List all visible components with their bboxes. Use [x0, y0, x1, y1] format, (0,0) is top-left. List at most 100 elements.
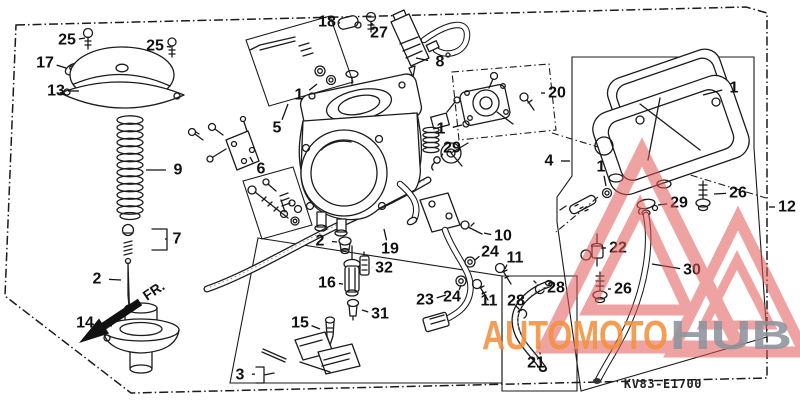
- callout-label-29: 29: [443, 140, 461, 157]
- callout-leader-26: [713, 192, 727, 195]
- watermark: AUTOMOTO HUB: [482, 137, 800, 358]
- pump-screw-1: [462, 120, 470, 128]
- watermark-triangle-large-inner: [579, 194, 697, 316]
- callout-label-1: 1: [730, 80, 739, 97]
- sensor-23: [419, 192, 474, 333]
- callout-leader-31: [361, 309, 369, 313]
- callout-label-26: 26: [729, 185, 747, 202]
- callout-label-31: 31: [371, 306, 389, 323]
- watermark-text-primary: AUTOMOTO: [482, 312, 668, 358]
- slow-jet-32: [359, 251, 370, 276]
- callout-label-19: 19: [381, 241, 399, 258]
- callout-leader-10: [483, 232, 492, 236]
- callout-label-8: 8: [436, 54, 445, 71]
- vacuum-cover-group: [59, 27, 185, 109]
- callout-label-9: 9: [174, 162, 183, 179]
- watermark-triangles: [534, 137, 800, 358]
- float-chamber-box: [556, 56, 768, 392]
- callout-label-28: 28: [507, 293, 525, 310]
- callout-leader-23: [436, 294, 447, 299]
- callout-label-14: 14: [76, 315, 94, 332]
- callout-leader-19: [383, 228, 388, 241]
- needle-set-box: [245, 15, 354, 107]
- callout-leader-6: [249, 156, 254, 163]
- clip-28b: [533, 280, 545, 295]
- callout-label-25: 25: [146, 38, 164, 55]
- callout-leader-1: [702, 89, 723, 96]
- screw-25b: [167, 37, 177, 47]
- callout-label-1: 1: [437, 121, 446, 138]
- callout-label-3: 3: [236, 367, 245, 384]
- callout-leader-15: [311, 324, 321, 330]
- callout-leader-29: [440, 153, 444, 158]
- screw-set-box: [242, 166, 313, 240]
- jet-needle-2: [124, 257, 132, 313]
- needle-set-parts: [249, 36, 337, 86]
- carburetor-body: [262, 69, 469, 237]
- callout-label-4: 4: [545, 153, 554, 170]
- callout-label-1: 1: [295, 87, 304, 104]
- callout-leader-14: [96, 323, 113, 327]
- o-ring-1: [601, 187, 613, 199]
- callout-label-18: 18: [318, 14, 336, 31]
- callout-label-28: 28: [547, 280, 565, 297]
- callout-label-26: 26: [614, 281, 632, 298]
- callout-label-21: 21: [527, 355, 545, 372]
- callout-label-10: 10: [494, 228, 512, 245]
- tube-set-box: [501, 275, 578, 392]
- callout-label-11: 11: [481, 293, 498, 310]
- air-vent-hose-21: [511, 279, 554, 373]
- vacuum-piston-14: [102, 302, 180, 374]
- needle-jet-holder-16: [343, 245, 361, 297]
- callout-leader-1: [308, 83, 318, 91]
- callout-label-7: 7: [173, 231, 182, 248]
- callout-leader-11: [504, 264, 508, 270]
- screw-25a: [82, 27, 94, 39]
- bolt-26a: [695, 180, 711, 212]
- callout-leader-25: [78, 37, 86, 40]
- choke-valve-18: [337, 15, 362, 30]
- fr-label: FR.: [140, 278, 168, 304]
- callout-label-20: 20: [548, 85, 566, 102]
- callout-label-24: 24: [443, 289, 461, 306]
- drain-bolt-2: [338, 236, 352, 255]
- callout-leader-24: [458, 284, 462, 291]
- latch-set-3: [255, 331, 361, 384]
- callout-label-6: 6: [257, 161, 266, 178]
- callout-label-16: 16: [318, 275, 336, 292]
- screw-set-parts: [247, 185, 300, 226]
- callout-label-2: 2: [316, 233, 325, 250]
- watermark-triangle-small-inner: [696, 250, 778, 330]
- callout-label-27: 27: [370, 25, 388, 42]
- callout-leader-11: [481, 291, 484, 294]
- choke-heater-8: [390, 9, 471, 78]
- callout-label-13: 13: [47, 83, 65, 100]
- callout-label-24: 24: [481, 244, 499, 261]
- callout-leader-1: [603, 175, 607, 187]
- callout-leader-8: [415, 57, 429, 62]
- compression-spring-9: [116, 115, 144, 221]
- bracket-7: [151, 228, 168, 251]
- callout-label-2: 2: [93, 271, 102, 288]
- callout-label-12: 12: [778, 199, 796, 216]
- air-cut-valve-20: [459, 71, 535, 128]
- callout-label-11: 11: [507, 250, 524, 267]
- callout-label-32: 32: [375, 260, 393, 277]
- main-jet-part: [559, 194, 597, 215]
- bracket-3: [255, 366, 275, 384]
- cable-bracket-6: [187, 115, 260, 171]
- callout-leader-24: [474, 255, 480, 261]
- watermark-triangle-large: [534, 137, 750, 354]
- callout-label-15: 15: [291, 315, 309, 332]
- callout-label-23: 23: [416, 292, 434, 309]
- callout-label-5: 5: [273, 120, 282, 137]
- watermark-triangle-small: [663, 205, 800, 358]
- clip-28a: [515, 305, 528, 319]
- screw-27: [365, 11, 377, 33]
- callout-leader-5: [281, 103, 289, 121]
- pump-set-box: [451, 63, 557, 141]
- callout-leader-17: [56, 64, 67, 69]
- fasteners-10-24-11: [455, 220, 512, 301]
